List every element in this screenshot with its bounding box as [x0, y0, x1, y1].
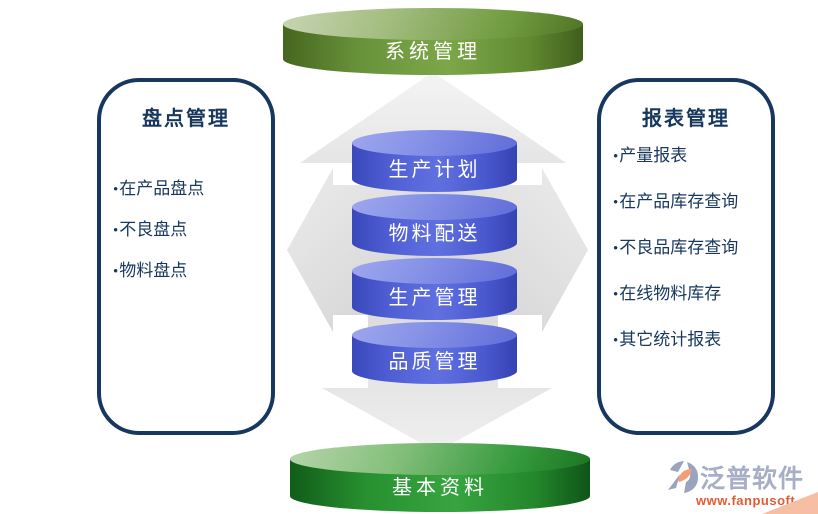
list-item-label: 在线物料库存 — [619, 284, 722, 303]
list-item: •产量报表 — [613, 143, 763, 170]
panel-report-management: 报表管理 •产量报表 •在产品库存查询 •不良品库存查询 •在线物料库存 •其它… — [597, 78, 775, 435]
list-item: •其它统计报表 — [613, 327, 763, 354]
bottom-cylinder-ellipse — [290, 443, 590, 475]
bullet-icon: • — [613, 333, 619, 349]
core-cylinder-quality-management: 品质管理 — [352, 322, 517, 384]
list-item-label: 不良盘点 — [119, 220, 188, 239]
panel-stocktaking-management: 盘点管理 •在产品盘点 •不良盘点 •物料盘点 — [97, 78, 275, 435]
panel-item-list: •在产品盘点 •不良盘点 •物料盘点 — [101, 176, 271, 285]
core-cylinder-production-management: 生产管理 — [352, 258, 517, 320]
bottom-cylinder-label: 基本资料 — [392, 477, 488, 499]
core-cylinder-ellipse — [352, 130, 517, 156]
list-item-label: 在产品库存查询 — [619, 192, 739, 211]
panel-item-list: •产量报表 •在产品库存查询 •不良品库存查询 •在线物料库存 •其它统计报表 — [601, 143, 771, 354]
fanpu-logo-icon — [668, 461, 699, 493]
list-item: •在产品库存查询 — [613, 189, 763, 216]
bullet-icon: • — [613, 195, 619, 211]
core-cylinder-label: 生产计划 — [388, 159, 481, 181]
bullet-icon: • — [113, 264, 119, 280]
panel-title: 盘点管理 — [142, 108, 230, 130]
fanpu-watermark: 泛普软件 www.fanpusoft.com — [664, 459, 818, 508]
top-cylinder-label: 系统管理 — [385, 41, 481, 63]
core-cylinder-label: 物料配送 — [388, 223, 481, 245]
core-cylinder-ellipse — [352, 322, 517, 348]
list-item: •在线物料库存 — [613, 281, 763, 308]
bullet-icon: • — [113, 223, 119, 239]
top-cylinder-system-management: 系统管理 — [283, 8, 583, 75]
top-cylinder-ellipse — [283, 8, 583, 40]
list-item-label: 其它统计报表 — [619, 330, 722, 349]
panel-title: 报表管理 — [642, 108, 730, 130]
core-module-stack: 生产计划 物料配送 生产管理 品质管理 — [352, 130, 517, 386]
bullet-icon: • — [613, 287, 619, 303]
list-item: •不良盘点 — [113, 217, 263, 244]
core-cylinder-ellipse — [352, 194, 517, 220]
bullet-icon: • — [113, 182, 119, 198]
core-cylinder-material-delivery: 物料配送 — [352, 194, 517, 256]
list-item-label: 在产品盘点 — [119, 179, 205, 198]
list-item: •物料盘点 — [113, 258, 263, 285]
bullet-icon: • — [613, 149, 619, 165]
list-item-label: 不良品库存查询 — [619, 238, 739, 257]
core-cylinder-production-plan: 生产计划 — [352, 130, 517, 192]
list-item: •在产品盘点 — [113, 176, 263, 203]
list-item-label: 物料盘点 — [119, 261, 188, 280]
brand-name: 泛普软件 — [700, 466, 805, 493]
core-cylinder-label: 品质管理 — [388, 351, 481, 373]
bottom-cylinder-basic-data: 基本资料 — [290, 443, 590, 512]
bullet-icon: • — [613, 241, 619, 257]
list-item: •不良品库存查询 — [613, 235, 763, 262]
core-cylinder-label: 生产管理 — [388, 287, 481, 309]
list-item-label: 产量报表 — [619, 146, 688, 165]
core-cylinder-ellipse — [352, 258, 517, 284]
